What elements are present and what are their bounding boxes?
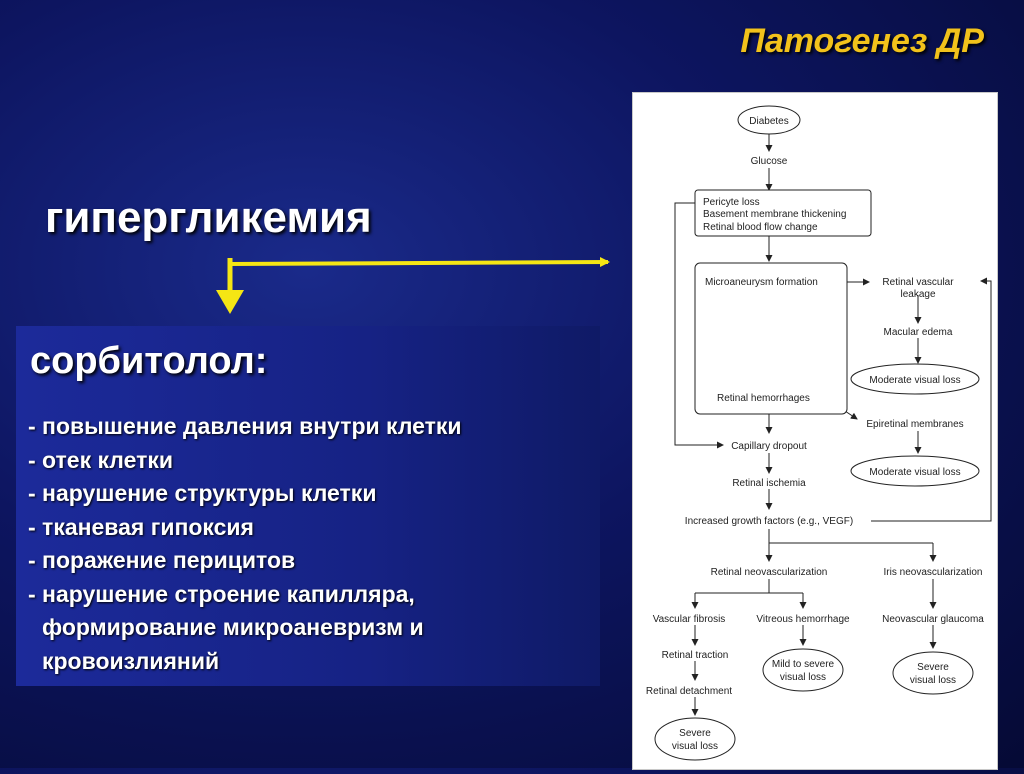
- list-item-text: - нарушение строение капилляра,: [28, 580, 415, 607]
- node-moderate-visual-loss-1: Moderate visual loss: [869, 375, 960, 386]
- node-basement-membrane: Basement membrane thickening: [703, 209, 846, 220]
- node-severe-loss-1b: visual loss: [910, 675, 956, 686]
- node-pericyte-loss: Pericyte loss: [703, 197, 760, 208]
- list-item: - поражение перицитов: [28, 547, 296, 573]
- node-retinal-ischemia: Retinal ischemia: [732, 478, 806, 489]
- node-moderate-visual-loss-2: Moderate visual loss: [869, 467, 960, 478]
- node-blood-flow-change: Retinal blood flow change: [703, 222, 818, 233]
- node-vascular-leakage-2: leakage: [900, 289, 935, 300]
- list-item: - нарушение строение капилляра, формиров…: [28, 578, 462, 679]
- node-retinal-detachment: Retinal detachment: [646, 686, 732, 697]
- node-glucose: Glucose: [751, 156, 788, 167]
- node-microaneurysm: Microaneurysm formation: [705, 277, 818, 288]
- list-item: - нарушение структуры клетки: [28, 480, 377, 506]
- node-severe-loss-2b: visual loss: [672, 741, 718, 752]
- node-vascular-leakage: Retinal vascular: [882, 277, 954, 288]
- node-neovascular-glaucoma: Neovascular glaucoma: [882, 614, 984, 625]
- flowchart-shapes: [654, 105, 980, 761]
- slide-title: Патогенез ДР: [740, 22, 984, 60]
- node-iris-neovascularization: Iris neovascularization: [884, 567, 983, 578]
- node-severe-loss-1: Severe: [917, 662, 949, 673]
- node-vitreous-hemorrhage: Vitreous hemorrhage: [756, 614, 850, 625]
- node-vascular-fibrosis: Vascular fibrosis: [653, 614, 726, 625]
- node-mild-severe-loss-2: visual loss: [780, 672, 826, 683]
- bullet-list: - повышение давления внутри клетки - оте…: [28, 410, 462, 678]
- node-mild-severe-loss: Mild to severe: [772, 659, 835, 670]
- list-item: - тканевая гипоксия: [28, 513, 254, 540]
- list-item-continuation: кровоизлияний: [42, 647, 220, 674]
- node-retinal-neovascularization: Retinal neovascularization: [711, 567, 828, 578]
- list-item-continuation: формирование микроаневризм и: [42, 614, 424, 640]
- node-retinal-traction: Retinal traction: [662, 650, 729, 661]
- hyperglycemia-heading: гипергликемия: [45, 193, 372, 242]
- node-epiretinal-membranes: Epiretinal membranes: [866, 419, 963, 430]
- node-growth-factors: Increased growth factors (e.g., VEGF): [685, 516, 853, 527]
- arrow-right-icon: [229, 257, 610, 268]
- list-item: - отек клетки: [28, 446, 173, 473]
- flowchart-connectors: [674, 134, 992, 716]
- node-capillary-dropout: Capillary dropout: [731, 441, 807, 452]
- node-macular-edema: Macular edema: [884, 327, 953, 338]
- arrow-down-icon: [216, 258, 244, 314]
- node-retinal-hemorrhages: Retinal hemorrhages: [717, 393, 810, 404]
- node-diabetes: Diabetes: [749, 116, 788, 127]
- node-severe-loss-2: Severe: [679, 728, 711, 739]
- list-item: - повышение давления внутри клетки: [28, 413, 462, 439]
- pathogenesis-flowchart: Diabetes Glucose Pericyte loss Basement …: [632, 92, 998, 770]
- panel-title: сорбитолол:: [30, 340, 268, 382]
- sorbitol-panel: сорбитолол: - повышение давления внутри …: [16, 326, 600, 686]
